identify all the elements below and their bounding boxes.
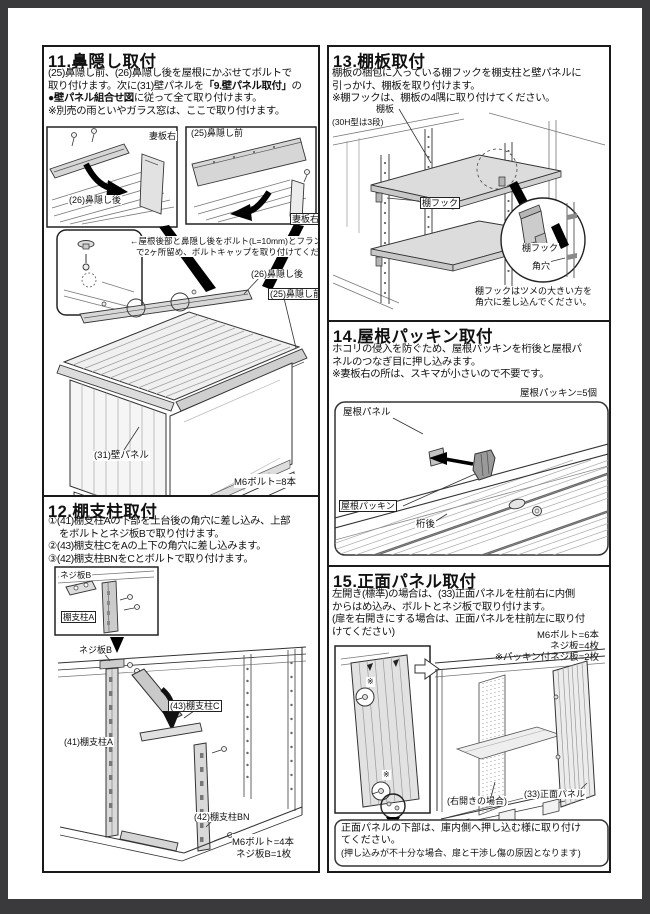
asterisk-mark-1: ※ bbox=[366, 677, 375, 687]
label-post-c: (43)棚支柱C bbox=[168, 700, 222, 712]
qty-plates-15: ネジ板=4枚 bbox=[550, 638, 599, 652]
bolt-note: ←屋根後部と鼻隠し後をボルト(L=10mm)とフランジ付ナット で2ヶ所留め、ボ… bbox=[130, 236, 318, 257]
front-panel-diagram bbox=[329, 567, 611, 873]
section-14-title: 14.屋根パッキン取付 bbox=[333, 328, 493, 346]
section-12-steps: ①(41)棚支柱Aの下部を土台後の角穴に差し込み、上部 をボルトとネジ板Bで取り… bbox=[48, 516, 291, 565]
section-15-title: 15.正面パネル取付 bbox=[333, 573, 477, 591]
label-shelf-hook-detail: 棚フック bbox=[521, 243, 560, 253]
label-fascia-rear-main: (26)鼻隠し後 bbox=[250, 269, 305, 279]
label-roof-panel: 屋根パネル bbox=[342, 407, 392, 418]
label-girder-rear: 桁後 bbox=[415, 519, 437, 530]
section-14-roof-packing-install: 14.屋根パッキン取付 ホコリの侵入を防ぐため、屋根パッキンを桁後と屋根パ ネル… bbox=[327, 322, 611, 567]
label-gable-right-2: 妻板右 bbox=[290, 213, 320, 225]
label-post-a: (41)棚支柱A bbox=[63, 737, 115, 747]
qty-packing-plates-15: ※パッキン付ネジ板=2枚 bbox=[494, 649, 599, 663]
section-13-body: 棚板の梱包に入っている棚フックを棚支柱と壁パネルに 引っかけ、棚板を取り付けます… bbox=[332, 68, 582, 105]
hook-note: 棚フックはツメの大きい方を 角穴に差し込んでください。 bbox=[475, 286, 593, 307]
section-15-body: 左開き(標準)の場合は、(33)正面パネルを柱前右に内側 からはめ込み、ボルトと… bbox=[332, 589, 585, 638]
paper: 11.鼻隠し取付 (25)鼻隠し前、(26)鼻隠し後を屋根にかぶせてボルトで 取… bbox=[8, 8, 642, 899]
section-12-shelf-post-install: 12.棚支柱取付 ①(41)棚支柱Aの下部を土台後の角穴に差し込み、上部 をボル… bbox=[42, 497, 320, 873]
label-fascia-front-main: (25)鼻隠し前 bbox=[268, 288, 318, 300]
qty-bolts-11: M6ボルト=8本 bbox=[234, 474, 297, 488]
label-right-opening: (右開きの場合) bbox=[446, 796, 508, 806]
label-square-hole: 角穴 bbox=[531, 261, 552, 271]
section-11-body: (25)鼻隠し前、(26)鼻隠し後を屋根にかぶせてボルトで 取り付けます。次に(… bbox=[48, 68, 302, 117]
label-shelf-note: (30H型は3段) bbox=[331, 117, 385, 127]
qty-bolts-15: M6ボルト=6本 bbox=[536, 627, 599, 641]
label-post-a-inset: 棚支柱A bbox=[61, 611, 97, 623]
front-panel-note: 正面パネルの下部は、庫内側へ押し込む様に取り付け てください。 (押し込みが不十… bbox=[341, 823, 581, 858]
section-11-fascia-install: 11.鼻隠し取付 (25)鼻隠し前、(26)鼻隠し後を屋根にかぶせてボルトで 取… bbox=[42, 45, 320, 497]
fascia-install-diagram bbox=[44, 122, 318, 495]
label-shelf-hook: 棚フック bbox=[420, 197, 461, 209]
qty-packing-14: 屋根パッキン=5個 bbox=[519, 385, 597, 399]
section-11-title: 11.鼻隠し取付 bbox=[48, 53, 157, 71]
shelf-post-diagram bbox=[44, 497, 318, 869]
label-screw-plate-b: ネジ板B bbox=[78, 645, 114, 655]
roof-packing-diagram bbox=[329, 322, 611, 567]
qty-bolts-12: M6ボルト=4本 bbox=[232, 834, 295, 848]
section-13-title: 13.棚板取付 bbox=[333, 53, 426, 71]
section-12-title: 12.棚支柱取付 bbox=[48, 503, 158, 521]
section-13-shelf-board-install: 13.棚板取付 棚板の梱包に入っている棚フックを棚支柱と壁パネルに 引っかけ、棚… bbox=[327, 45, 611, 322]
shelf-board-diagram bbox=[329, 107, 611, 322]
asterisk-mark-2: ※ bbox=[382, 770, 391, 780]
label-fascia-front-inset: (25)鼻隠し前 bbox=[190, 128, 245, 138]
label-screw-plate-b-inset: ネジ板B bbox=[59, 570, 93, 580]
label-wall-panel: (31)壁パネル bbox=[93, 450, 150, 461]
section-15-front-panel-install: 15.正面パネル取付 左開き(標準)の場合は、(33)正面パネルを柱前右に内側 … bbox=[327, 567, 611, 873]
label-roof-packing: 屋根パッキン bbox=[339, 500, 397, 512]
label-post-bn: (42)棚支柱BN bbox=[193, 812, 251, 822]
qty-plate-12: ネジ板B=1枚 bbox=[236, 846, 292, 860]
label-gable-right: 妻板右 bbox=[148, 131, 178, 141]
label-fascia-rear-inset: (26)鼻隠し後 bbox=[68, 195, 123, 205]
label-shelf-board: 棚板 bbox=[375, 104, 396, 114]
label-front-panel: (33)正面パネル bbox=[523, 789, 587, 799]
section-14-body: ホコリの侵入を防ぐため、屋根パッキンを桁後と屋根パ ネルのつなぎ目に押し込みます… bbox=[332, 344, 582, 381]
